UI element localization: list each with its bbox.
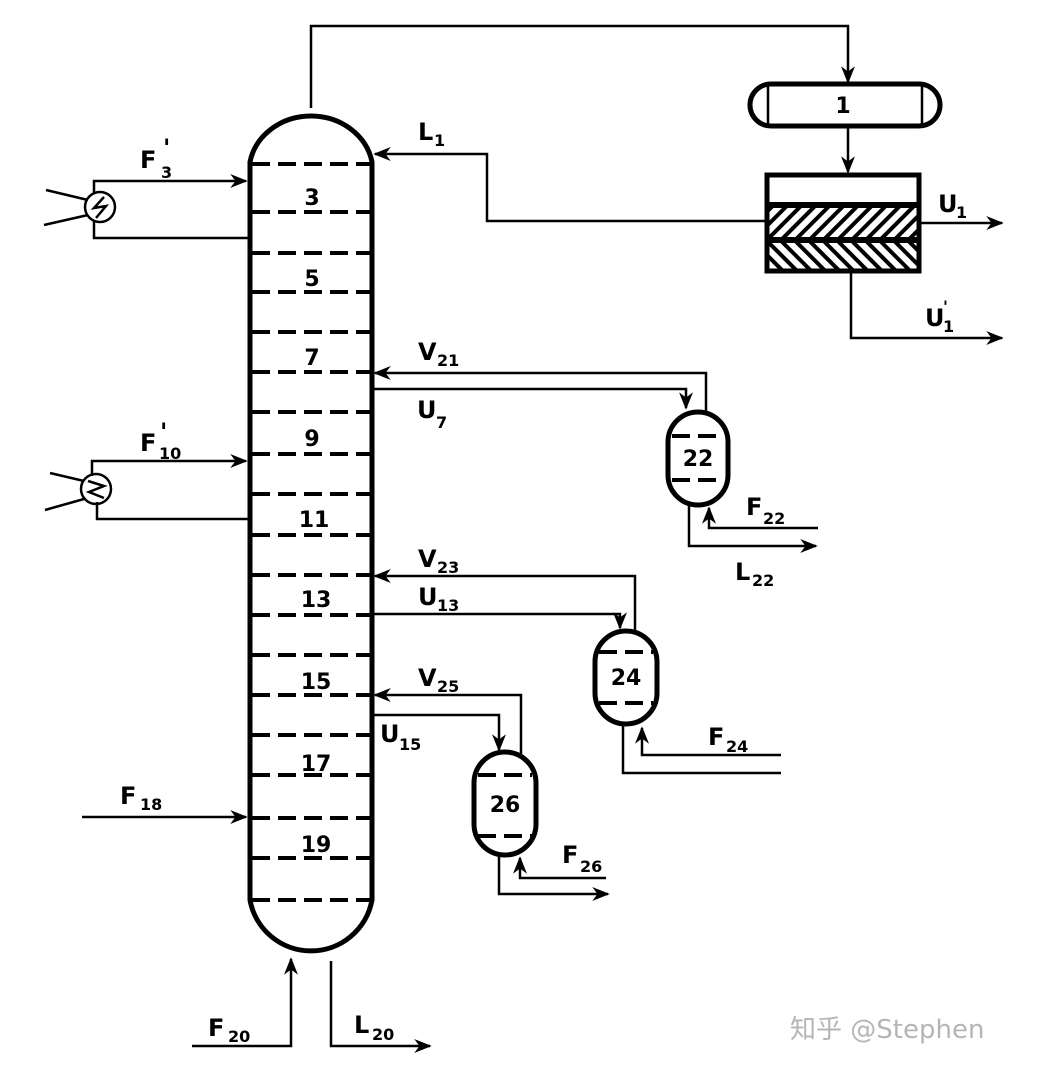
svg-text:L: L bbox=[418, 118, 433, 146]
svg-text:18: 18 bbox=[140, 795, 162, 814]
stream-U1: U 1 bbox=[919, 190, 1004, 230]
stream-U1-prime: U 1 ' bbox=[849, 271, 1004, 345]
tray-label: 9 bbox=[304, 427, 319, 452]
svg-text:U: U bbox=[380, 720, 400, 748]
svg-text:V: V bbox=[418, 664, 437, 692]
svg-text:1: 1 bbox=[434, 131, 445, 150]
svg-text:': ' bbox=[163, 134, 170, 162]
pumparound-F10: F 10 ' bbox=[44, 418, 250, 521]
side-stripper-24: 24 V 23 U 13 F 24 bbox=[373, 545, 781, 775]
svg-text:L: L bbox=[354, 1011, 369, 1039]
svg-text:V: V bbox=[418, 545, 437, 573]
svg-text:F: F bbox=[120, 782, 136, 810]
watermark: 知乎 @Stephen bbox=[790, 1015, 984, 1045]
stripper-label: 26 bbox=[490, 793, 521, 818]
svg-text:F: F bbox=[140, 429, 156, 457]
svg-text:10: 10 bbox=[159, 444, 181, 463]
svg-text:U: U bbox=[418, 583, 438, 611]
decanter bbox=[764, 172, 922, 274]
svg-text:13: 13 bbox=[437, 596, 459, 615]
svg-text:21: 21 bbox=[437, 351, 459, 370]
tray-label: 7 bbox=[304, 346, 319, 371]
stream-F18: F 18 bbox=[82, 782, 248, 824]
stripper-label: 24 bbox=[611, 666, 642, 691]
svg-text:1: 1 bbox=[956, 203, 967, 222]
svg-text:F: F bbox=[208, 1014, 224, 1042]
column-trays bbox=[252, 162, 370, 902]
svg-text:23: 23 bbox=[437, 558, 459, 577]
svg-text:7: 7 bbox=[436, 413, 447, 432]
svg-text:V: V bbox=[418, 338, 437, 366]
svg-text:L: L bbox=[735, 558, 750, 586]
svg-text:20: 20 bbox=[372, 1025, 394, 1044]
svg-text:U: U bbox=[938, 190, 958, 218]
side-stripper-26: 26 V 25 U 15 F 26 bbox=[373, 664, 610, 901]
tray-label: 3 bbox=[304, 186, 319, 211]
svg-text:F: F bbox=[140, 146, 156, 174]
svg-text:26: 26 bbox=[580, 857, 602, 876]
tray-label: 5 bbox=[304, 267, 319, 292]
pumparound-F3: F 3 ' bbox=[43, 134, 250, 240]
tray-label: 13 bbox=[301, 588, 332, 613]
tray-label: 19 bbox=[301, 833, 332, 858]
drum-label: 1 bbox=[835, 94, 850, 119]
svg-text:F: F bbox=[746, 493, 762, 521]
reflux-drum-1: 1 bbox=[747, 81, 943, 174]
svg-text:F: F bbox=[708, 723, 724, 751]
tray-label: 15 bbox=[301, 670, 332, 695]
svg-text:25: 25 bbox=[437, 677, 459, 696]
svg-text:20: 20 bbox=[228, 1027, 250, 1046]
stream-F20: F 20 bbox=[192, 957, 298, 1048]
main-column: 3 5 7 9 11 13 15 17 19 bbox=[247, 113, 375, 954]
overhead-line bbox=[309, 24, 855, 108]
stream-L1: L 1 bbox=[373, 118, 767, 223]
svg-text:22: 22 bbox=[752, 571, 774, 590]
svg-text:22: 22 bbox=[763, 509, 785, 528]
svg-text:24: 24 bbox=[726, 737, 748, 756]
svg-text:15: 15 bbox=[399, 735, 421, 754]
stripper-label: 22 bbox=[683, 447, 714, 472]
svg-text:': ' bbox=[160, 418, 167, 446]
tray-label: 11 bbox=[299, 508, 330, 533]
side-stripper-22: 22 V 21 U 7 F 22 L 22 bbox=[373, 338, 818, 590]
svg-text:F: F bbox=[562, 841, 578, 869]
stream-L20: L 20 bbox=[329, 961, 432, 1053]
svg-text:U: U bbox=[925, 304, 945, 332]
svg-text:1: 1 bbox=[943, 317, 954, 336]
svg-text:U: U bbox=[417, 396, 437, 424]
svg-text:3: 3 bbox=[161, 163, 172, 182]
tray-label: 17 bbox=[301, 752, 332, 777]
svg-text:': ' bbox=[943, 297, 948, 316]
